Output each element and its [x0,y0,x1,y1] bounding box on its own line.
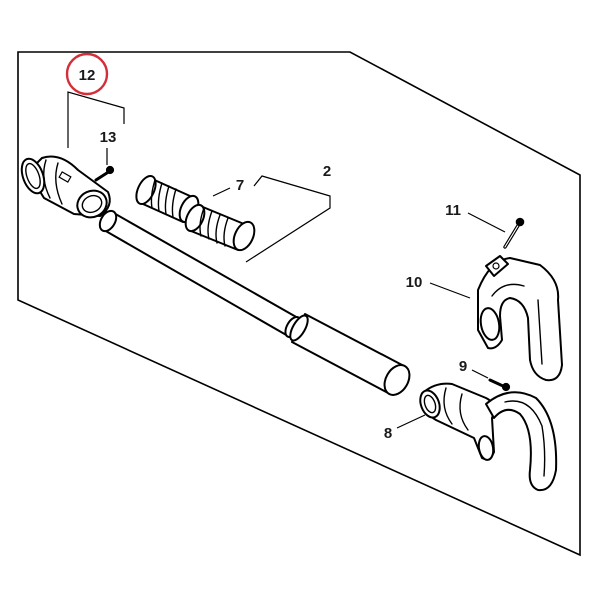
callout-11[interactable]: 11 [445,202,461,219]
callout-9[interactable]: 9 [459,358,467,375]
screw-part-13[interactable] [94,165,115,182]
callout-12[interactable]: 12 [79,67,96,84]
leader-8 [396,414,426,429]
callout-10[interactable]: 10 [406,274,423,291]
callout-13[interactable]: 13 [100,129,117,146]
callout-8[interactable]: 8 [384,425,392,442]
leader-9 [471,369,489,379]
bracket-2 [245,175,331,263]
long-tube-2b[interactable] [287,313,415,399]
elbow-part-8[interactable] [417,382,558,492]
highlight-circle-12 [65,52,109,96]
diagram-frame [17,51,581,557]
leader-12 [67,91,125,148]
callout-7[interactable]: 7 [236,177,244,194]
leader-10 [429,282,471,299]
nozzle-part-12[interactable] [17,155,111,222]
bolt-part-11[interactable] [503,217,525,249]
leader-7 [212,187,231,197]
callout-2[interactable]: 2 [323,163,331,180]
tube-piece-7b[interactable] [182,202,259,253]
leader-11 [467,212,506,233]
screw-part-9[interactable] [488,378,511,392]
elbow-part-10[interactable] [477,255,563,382]
